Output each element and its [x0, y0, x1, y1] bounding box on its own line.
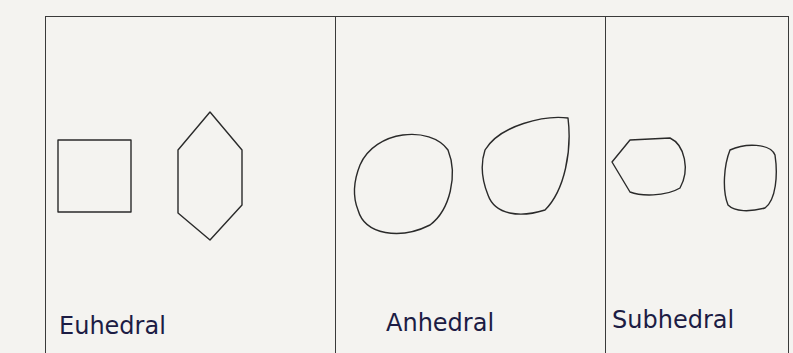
anhedral-grain	[354, 134, 452, 233]
euhedral-square	[58, 140, 131, 212]
crystal-habit-label: Subhedral	[612, 307, 734, 333]
anhedral-grain	[482, 117, 569, 214]
subhedral-grain	[612, 138, 685, 195]
table-cell: Anhedral	[335, 16, 606, 353]
table-cell: Euhedral	[45, 16, 336, 353]
table-cell: Subhedral	[605, 16, 789, 353]
crystal-habit-label: Euhedral	[59, 313, 166, 339]
subhedral-grain	[724, 145, 776, 210]
crystal-habit-label: Anhedral	[386, 310, 494, 336]
euhedral-hexagon	[178, 112, 242, 240]
